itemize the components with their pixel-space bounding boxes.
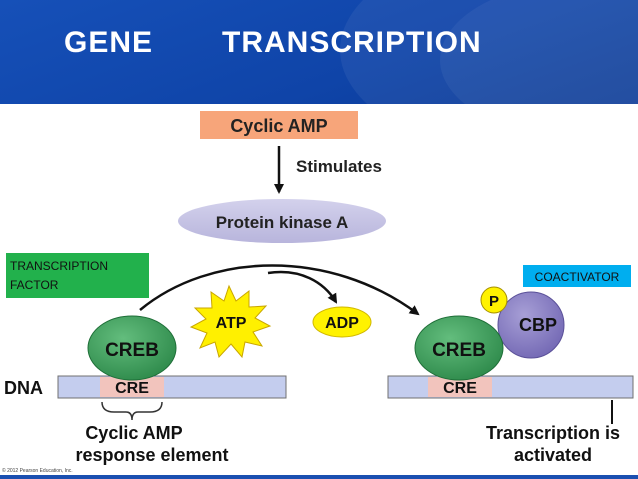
cre-label-left: CRE — [115, 380, 149, 397]
dna-label: DNA — [4, 378, 43, 398]
title-banner: GENE TRANSCRIPTION — [0, 0, 638, 104]
response-element-line1: Cyclic AMP — [85, 423, 182, 443]
copyright-notice: © 2012 Pearson Education, Inc. — [2, 468, 73, 474]
atp-starburst — [189, 284, 272, 359]
cyclic-amp-label: Cyclic AMP — [230, 116, 327, 136]
cre-box-right — [428, 377, 492, 397]
creb-left — [87, 315, 177, 381]
bottom-bar — [0, 475, 638, 479]
protein-kinase-a-oval — [178, 199, 386, 243]
creb-label-left: CREB — [105, 340, 159, 361]
transcription-factor-box — [6, 253, 149, 298]
adp-label: ADP — [325, 315, 359, 332]
transcription-factor-line2: FACTOR — [10, 278, 59, 292]
atp-label: ATP — [216, 315, 247, 332]
coactivator-label: COACTIVATOR — [535, 270, 620, 284]
activated-line1: Transcription is — [486, 423, 620, 443]
stimulates-label: Stimulates — [296, 157, 382, 176]
cre-label-right: CRE — [443, 380, 477, 397]
dna-band-right — [387, 375, 634, 399]
gene-transcription-diagram: Cyclic AMP Stimulates Protein kinase A T… — [4, 111, 634, 465]
phosphorylation-arc — [139, 264, 420, 316]
phosphate-group — [480, 286, 508, 314]
activated-line2: activated — [514, 445, 592, 465]
atp-to-adp-arrow — [267, 270, 338, 304]
phosphate-label: P — [489, 293, 499, 310]
cbp-label: CBP — [519, 315, 557, 335]
cbp-coactivator — [497, 291, 565, 359]
response-element-line2: response element — [75, 445, 228, 465]
response-element-brace — [101, 401, 163, 421]
coactivator-box — [523, 265, 631, 287]
creb-label-right: CREB — [432, 340, 486, 361]
title-word-gene: GENE — [64, 26, 154, 59]
cre-box-left — [100, 377, 164, 397]
creb-right — [414, 315, 504, 381]
dna-band-left — [57, 375, 287, 399]
banner-highlight — [340, 0, 638, 104]
title-word-transcription: TRANSCRIPTION — [222, 26, 482, 59]
adp-oval — [312, 306, 372, 338]
protein-kinase-a-label: Protein kinase A — [216, 213, 349, 232]
cyclic-amp-box — [200, 111, 358, 139]
transcription-factor-line1: TRANSCRIPTION — [10, 259, 108, 273]
banner-highlight-secondary — [440, 0, 638, 104]
